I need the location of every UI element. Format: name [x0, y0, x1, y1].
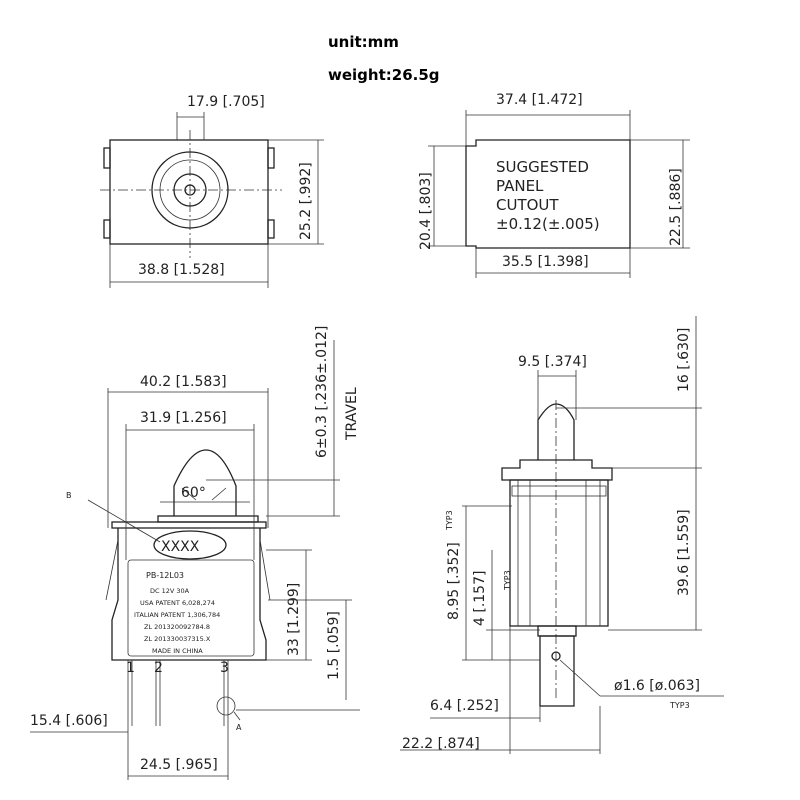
cutout-line-4: ±0.12(±.005) [496, 215, 600, 233]
pin-3-label: 3 [220, 660, 229, 676]
dim-travel: 6±0.3 [.236±.012] [314, 326, 330, 458]
dim-cutout-right: 22.5 [.886] [668, 168, 684, 246]
pin-2-label: 2 [154, 660, 163, 676]
typ3-label-1: TYP3 [445, 510, 454, 531]
dim-diameter: ø1.6 [ø.063] [614, 678, 700, 694]
travel-label: TRAVEL [344, 387, 360, 441]
dim-pin-24-5: 24.5 [.965] [140, 757, 218, 773]
dim-end-width: 9.5 [.374] [518, 354, 587, 370]
label-line-7: MADE IN CHINA [152, 647, 203, 655]
weight-label: weight:26.5g [328, 66, 440, 84]
label-line-3: USA PATENT 6,028,274 [140, 599, 215, 607]
dim-height-33: 33 [1.299] [286, 583, 302, 656]
dim-height-15: 1.5 [.059] [326, 611, 342, 680]
dim-front-height: 25.2 [.992] [298, 162, 314, 240]
dim-pin-15-4: 15.4 [.606] [30, 713, 108, 729]
pin-1-label: 1 [126, 660, 135, 676]
cutout-line-2: PANEL [496, 177, 544, 195]
dim-end-8-95: 8.95 [.352] [446, 542, 462, 620]
panel-cutout-view: SUGGESTED PANEL CUTOUT ±0.12(±.005) 37.4… [418, 92, 690, 278]
front-view: 17.9 [.705] 38.8 [1.528] 25.2 [.992] [100, 94, 324, 288]
typ3-label-2: TYP3 [503, 570, 512, 591]
dim-front-width: 38.8 [1.528] [138, 262, 225, 278]
end-view: 9.5 [.374] 16 [.630] 39.6 [1.559] 8.95 [… [400, 316, 724, 754]
dim-cutout-bottom: 35.5 [1.398] [502, 254, 589, 270]
label-line-2: DC 12V 30A [150, 587, 190, 595]
b-callout: B [66, 491, 72, 500]
dim-side-width-1: 40.2 [1.583] [140, 374, 227, 390]
unit-label: unit:mm [328, 33, 399, 51]
typ3-label-3: TYP3 [669, 701, 690, 710]
dim-end-39-6: 39.6 [1.559] [676, 509, 692, 596]
cutout-line-1: SUGGESTED [496, 158, 589, 176]
side-view: 60° XXXX B PB-12L03 DC 12V 30A USA PATEN… [30, 326, 360, 780]
angle-label: 60° [181, 485, 206, 501]
cutout-line-3: CUTOUT [496, 196, 559, 214]
dim-side-width-2: 31.9 [1.256] [140, 410, 227, 426]
label-line-6: ZL 201330037315.X [144, 635, 211, 643]
a-callout: A [236, 723, 242, 732]
xxxx-marking: XXXX [161, 539, 200, 555]
dim-cutout-top: 37.4 [1.472] [496, 92, 583, 108]
dim-cutout-left: 20.4 [.803] [418, 172, 434, 250]
label-line-1: PB-12L03 [146, 571, 184, 580]
dim-end-22-2: 22.2 [.874] [402, 736, 480, 752]
dim-end-4: 4 [.157] [472, 571, 488, 626]
dim-end-6-4: 6.4 [.252] [430, 698, 499, 714]
dim-end-16: 16 [.630] [676, 328, 692, 392]
label-line-4: ITALIAN PATENT 1,306,784 [134, 611, 220, 619]
label-line-5: ZL 201320092784.8 [144, 623, 210, 631]
dim-top-width: 17.9 [.705] [187, 94, 265, 110]
